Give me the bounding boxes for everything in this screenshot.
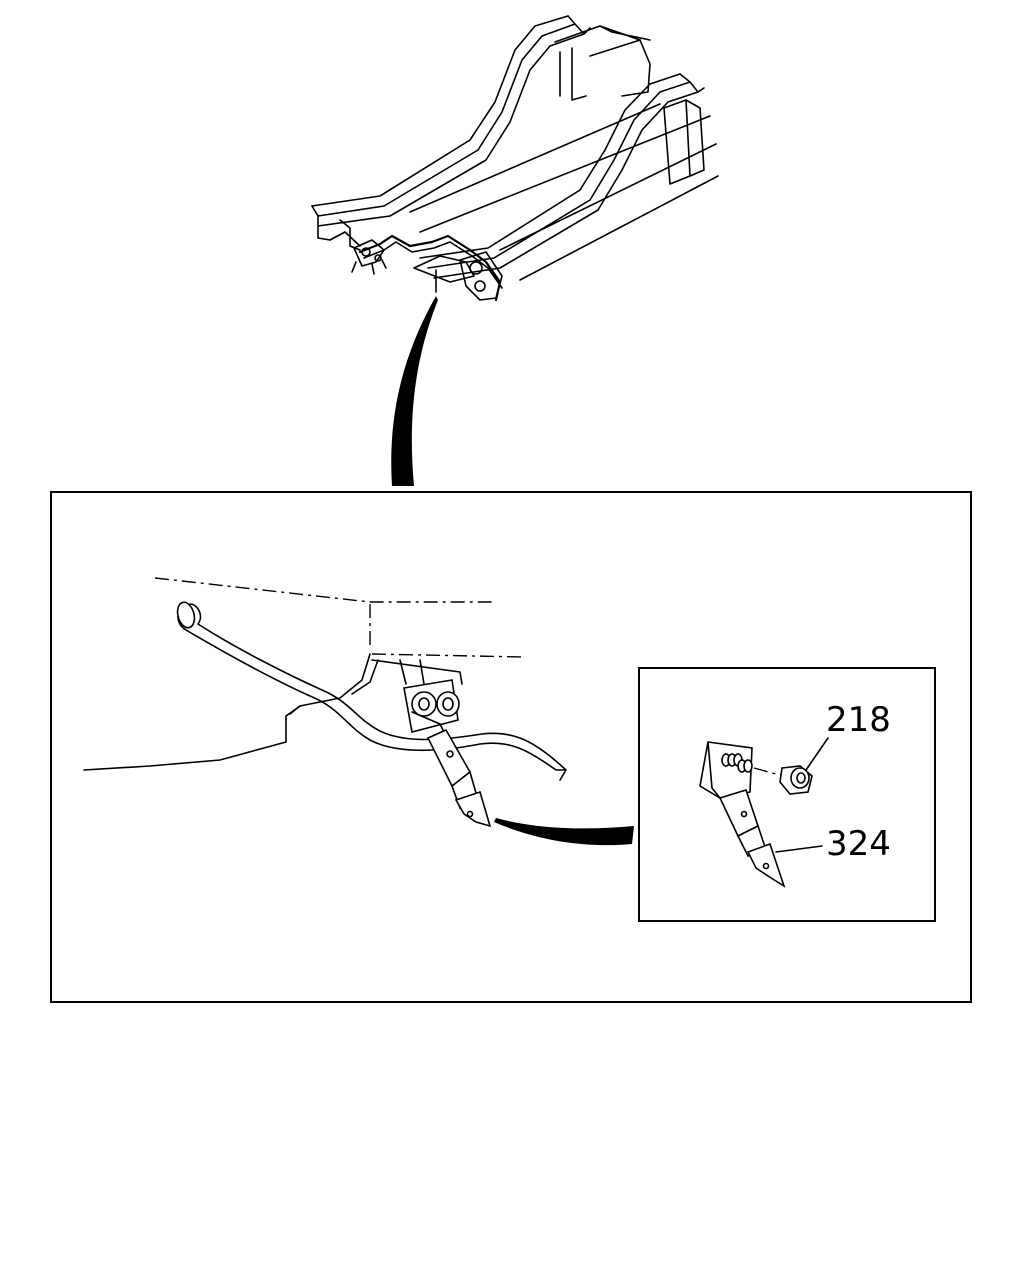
callout-218: 218	[826, 700, 891, 740]
callout-324: 324	[826, 824, 891, 864]
leader-swoosh-top	[391, 296, 438, 486]
leader-swoosh-inset	[494, 818, 634, 846]
detail-assembly	[83, 577, 567, 828]
junction-fitting-left	[351, 239, 387, 275]
inset-frame	[638, 667, 936, 922]
nut-218-part	[779, 765, 813, 795]
bracket-324-part	[718, 789, 786, 888]
junction-fitting-right	[413, 251, 503, 301]
chassis-frame-overview	[311, 15, 719, 302]
detail-frame	[50, 491, 972, 1003]
inset-assembly	[699, 737, 829, 888]
